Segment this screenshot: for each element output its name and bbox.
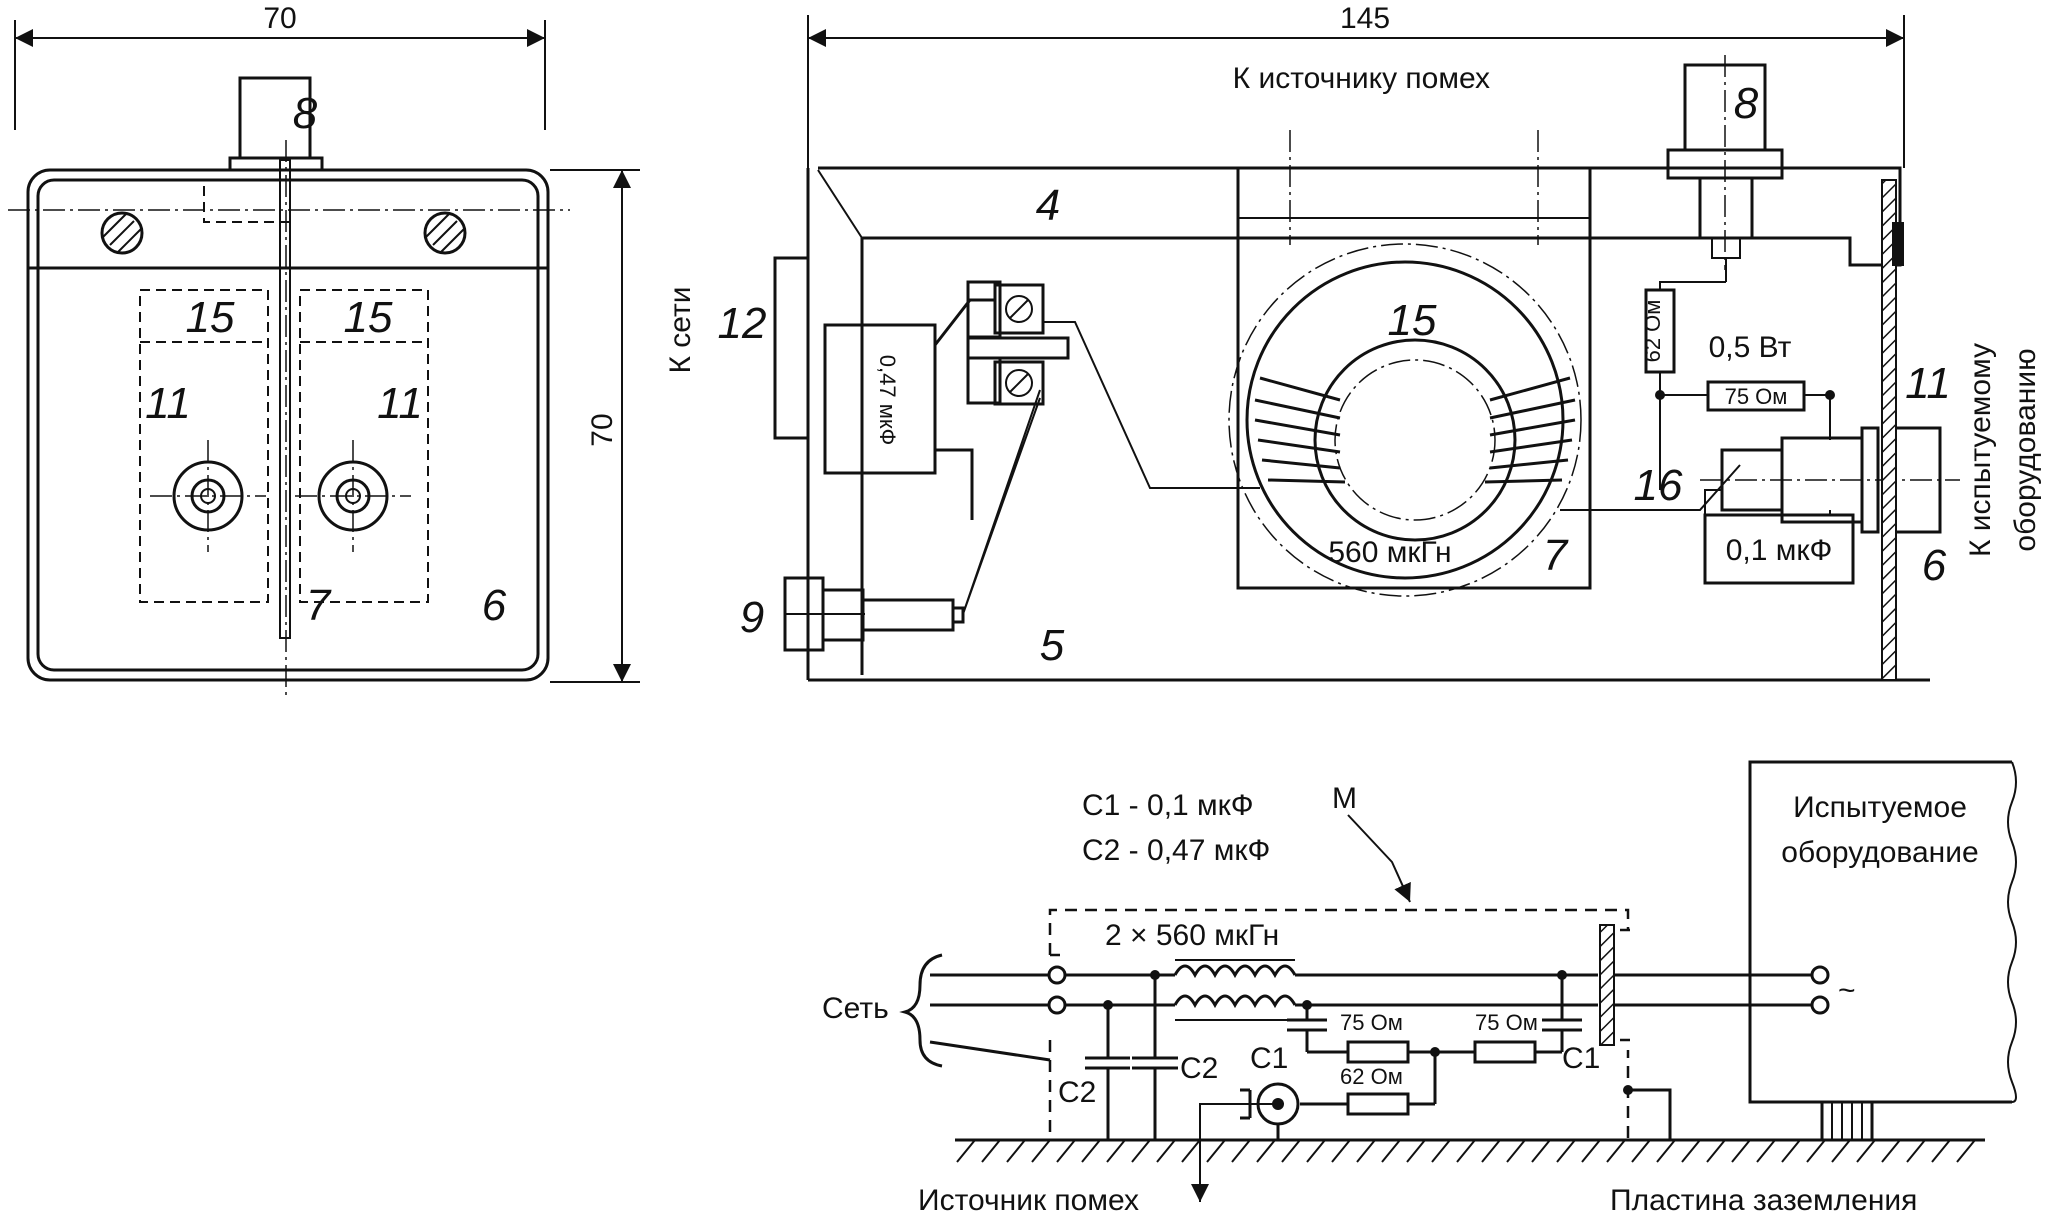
side-label-8: 8 xyxy=(1734,79,1759,128)
front-label-15a: 15 xyxy=(186,293,235,342)
r75a-label: 75 Ом xyxy=(1340,1010,1403,1035)
r62-label: 62 Ом xyxy=(1340,1064,1403,1089)
toroid-enclosure-7 xyxy=(1236,166,1592,590)
inductance-label: 560 мкГн xyxy=(1328,536,1451,569)
tested-label-1: Испытуемое xyxy=(1793,791,1967,824)
cap-01-label: 0,1 мкФ xyxy=(1726,534,1833,567)
side-view: 145 К источнику помех 8 4 5 12 К сети 0,… xyxy=(664,2,2042,682)
resistor-75a xyxy=(1346,1040,1410,1064)
mains-connector-12 xyxy=(773,256,810,440)
side-label-9: 9 xyxy=(740,593,764,642)
front-label-7: 7 xyxy=(306,581,332,630)
side-label-4: 4 xyxy=(1036,181,1060,230)
c1b-label: С1 xyxy=(1562,1042,1600,1075)
to-equipment-label-2: оборудованию xyxy=(2009,348,2042,551)
to-mains-label: К сети xyxy=(664,287,697,374)
res-62-label: 62 Ом xyxy=(1640,300,1665,363)
side-connector-11 xyxy=(1700,426,1960,534)
c2a-label: С2 xyxy=(1058,1076,1096,1109)
capacitor-047 xyxy=(823,323,937,475)
side-label-7: 7 xyxy=(1543,531,1569,580)
front-height-dim: 70 xyxy=(586,413,619,446)
tested-equipment-box xyxy=(1748,760,2012,1104)
schematic-front-panel xyxy=(1599,924,1615,1046)
side-label-11: 11 xyxy=(1905,359,1951,408)
side-label-15: 15 xyxy=(1388,296,1437,345)
tested-label-2: оборудование xyxy=(1781,836,1978,869)
front-label-6: 6 xyxy=(482,581,507,630)
front-view: 70 70 8 xyxy=(8,2,640,700)
side-front-panel-6 xyxy=(1881,179,1897,681)
front-width-dim: 70 xyxy=(263,2,296,35)
front-screw-left xyxy=(100,211,144,255)
front-connector-11-right xyxy=(295,440,411,552)
cap-047-label: 0,47 мкФ xyxy=(875,355,900,445)
side-width-dim: 145 xyxy=(1340,2,1390,35)
legend-c1: С1 - 0,1 мкФ xyxy=(1082,789,1254,822)
filter-enclosure-m xyxy=(1048,908,1630,955)
side-label-12: 12 xyxy=(718,299,767,348)
resistor-75b xyxy=(1473,1040,1537,1064)
to-equipment-label-1: К испытуемому xyxy=(1964,343,1997,557)
front-label-11b: 11 xyxy=(377,379,423,428)
ground-plate-label: Пластина заземления xyxy=(1610,1184,1917,1217)
c1a-label: С1 xyxy=(1250,1042,1288,1075)
schematic: С1 - 0,1 мкФ С2 - 0,47 мкФ М 2 × 560 мкГ… xyxy=(822,760,2017,1217)
noise-source-label: Источник помех xyxy=(918,1184,1139,1217)
front-label-11a: 11 xyxy=(145,379,191,428)
mains-label: Сеть xyxy=(822,992,889,1025)
ground-hatching xyxy=(956,1139,1976,1163)
c2b-label: С2 xyxy=(1180,1052,1218,1085)
equipment-insulator xyxy=(1820,1100,1874,1142)
m-label: М xyxy=(1332,782,1357,815)
front-shield-plate xyxy=(279,159,291,639)
r75b-label: 75 Ом xyxy=(1475,1010,1538,1035)
coax-connector xyxy=(1240,1082,1300,1140)
side-label-6: 6 xyxy=(1922,541,1947,590)
front-label-15b: 15 xyxy=(344,293,393,342)
front-connector-11-left xyxy=(150,440,266,552)
tilde-label: ~ xyxy=(1838,974,1856,1007)
side-label-16: 16 xyxy=(1634,461,1683,510)
legend-c2: С2 - 0,47 мкФ xyxy=(1082,834,1270,867)
front-label-8: 8 xyxy=(293,89,318,138)
front-screw-right xyxy=(423,211,467,255)
capacitor-01 xyxy=(1703,513,1855,585)
toroid-coil-15 xyxy=(1228,243,1582,597)
side-label-5: 5 xyxy=(1040,621,1065,670)
inductor-label: 2 × 560 мкГн xyxy=(1105,919,1279,952)
power-label: 0,5 Вт xyxy=(1709,331,1792,364)
side-housing-outline xyxy=(818,166,1902,675)
res-75-label: 75 Ом xyxy=(1725,384,1788,409)
inductor-pair xyxy=(1173,959,1297,1021)
resistor-62 xyxy=(1346,1092,1410,1116)
to-noise-source-label: К источнику помех xyxy=(1233,62,1490,95)
ground-bolt-9 xyxy=(783,576,965,652)
front-body xyxy=(26,168,550,682)
